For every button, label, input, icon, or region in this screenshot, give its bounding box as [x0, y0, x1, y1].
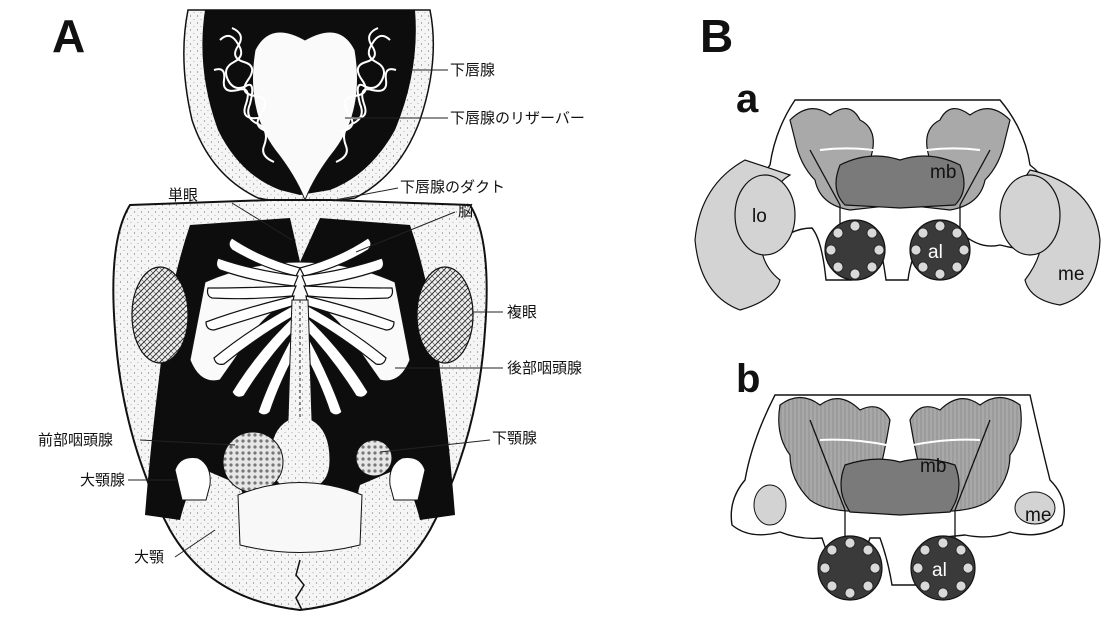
- label-maxillary-gland: 下顎腺: [492, 429, 537, 447]
- brain-b-label-al: al: [932, 560, 947, 581]
- brain-b: mb al me: [731, 395, 1064, 600]
- label-anterior-pharyngeal: 前部咽頭腺: [38, 431, 113, 449]
- label-labial-reservoir: 下唇腺のリザーバー: [450, 109, 585, 127]
- label-labial-gland: 下唇腺: [450, 61, 495, 79]
- anterior-pharyngeal-gland: [223, 432, 283, 492]
- label-mandibular-gland: 大顎腺: [80, 471, 125, 489]
- brain-b-label-me: me: [1025, 505, 1051, 526]
- sub-b-letter: b: [736, 357, 760, 401]
- label-compound-eye: 複眼: [507, 303, 537, 321]
- brain-a: lo mb al me: [695, 100, 1100, 310]
- brain-a-lobe-right: [1000, 175, 1060, 255]
- brain-b-label-mb: mb: [920, 456, 946, 477]
- sub-a-letter: a: [736, 77, 759, 121]
- label-ocellus: 単眼: [168, 186, 198, 204]
- mandibular-gland-right: [390, 458, 425, 501]
- maxillary-gland: [356, 440, 392, 476]
- compound-eye-right: [417, 267, 473, 363]
- head-diagram: [113, 10, 486, 610]
- compound-eye-left: [132, 267, 188, 363]
- panel-a-letter: A: [52, 10, 85, 62]
- brain-a-label-mb: mb: [930, 162, 956, 183]
- panel-b-letter: B: [700, 10, 733, 62]
- label-brain: 脳: [458, 202, 473, 220]
- mouthparts: [238, 483, 362, 553]
- label-labial-duct: 下唇腺のダクト: [400, 178, 505, 196]
- mandibular-gland-left: [175, 458, 210, 501]
- brain-a-label-me: me: [1058, 264, 1084, 285]
- brain-a-label-lo: lo: [752, 206, 767, 227]
- label-posterior-pharyngeal: 後部咽頭腺: [507, 359, 582, 377]
- label-mandible: 大顎: [134, 548, 164, 566]
- brain-a-label-al: al: [928, 242, 943, 263]
- brain-b-optic-left: [754, 485, 786, 525]
